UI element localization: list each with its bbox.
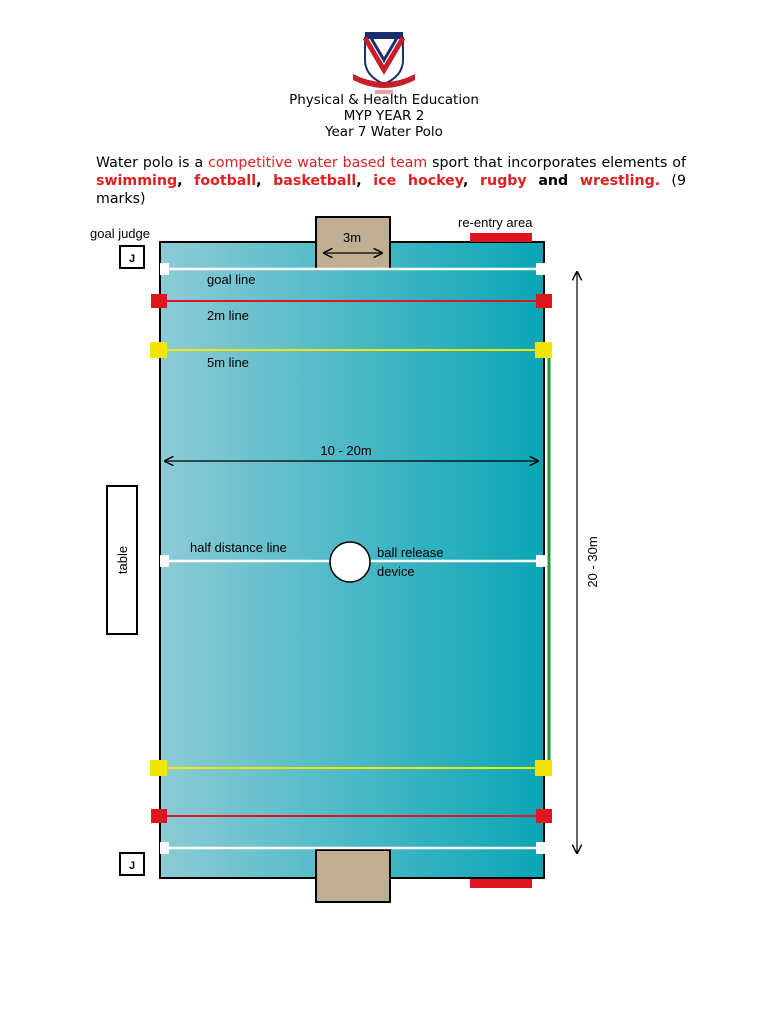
- goal-judge-bottom-mark: J: [129, 860, 135, 872]
- five-m-marker: [535, 760, 552, 776]
- two-m-line-label: 2m line: [207, 308, 249, 323]
- reentry-area-bottom: [470, 879, 532, 888]
- intro-highlight: competitive water based team: [208, 155, 428, 171]
- intro-text-1: Water polo is a: [96, 155, 209, 171]
- half-line-marker: [536, 555, 545, 567]
- intro-paragraph: Water polo is a competitive water based …: [96, 154, 686, 208]
- goal-judge-label: goal judge: [90, 226, 150, 241]
- five-m-line-label: 5m line: [207, 355, 249, 370]
- ball-release-label-2: device: [377, 564, 415, 579]
- two-m-marker: [151, 809, 167, 823]
- marks-note: (9 marks): [96, 173, 686, 207]
- subject-title: Physical & Health Education: [289, 92, 479, 108]
- sport-basketball: basketball: [273, 173, 357, 189]
- sport-separator: ,: [462, 173, 480, 189]
- two-m-marker: [536, 294, 552, 308]
- sport-conjunction: and: [526, 173, 580, 189]
- intro-text-2: sport that incorporates elements of: [427, 155, 686, 171]
- half-distance-label: half distance line: [190, 540, 287, 555]
- five-m-marker: [535, 342, 552, 358]
- five-m-marker: [150, 342, 167, 358]
- sport-swimming: swimming: [96, 173, 178, 189]
- goal-line-label: goal line: [207, 272, 255, 287]
- sport-separator: ,: [256, 173, 274, 189]
- sport-ice-hockey: ice hockey: [373, 173, 463, 189]
- goal-judge-top: [119, 245, 145, 269]
- two-m-marker: [151, 294, 167, 308]
- reentry-label: re-entry area: [458, 215, 533, 230]
- width-label: 10 - 20m: [320, 443, 371, 458]
- two-m-marker: [536, 809, 552, 823]
- goal-line-marker: [536, 263, 545, 275]
- year-level: MYP YEAR 2: [343, 108, 425, 124]
- sport-separator: ,: [177, 173, 195, 189]
- unit-title: Year 7 Water Polo: [325, 124, 443, 140]
- reentry-area-top: [470, 233, 532, 242]
- school-crest-logo: [353, 32, 415, 94]
- officials-table: [106, 485, 138, 635]
- bottom-goal: [315, 849, 391, 903]
- sport-separator: ,: [356, 173, 374, 189]
- five-m-marker: [150, 760, 167, 776]
- half-line-marker: [160, 555, 169, 567]
- goal-judge-top-mark: J: [129, 253, 135, 265]
- sport-football: football: [194, 173, 257, 189]
- length-label: 20 - 30m: [585, 536, 600, 587]
- sport-wrestling: wrestling.: [579, 173, 661, 189]
- sport-rugby: rugby: [480, 173, 527, 189]
- goal-width-label: 3m: [343, 230, 361, 245]
- table-label: table: [115, 546, 130, 574]
- goal-line-marker: [160, 842, 169, 854]
- goal-line-marker: [536, 842, 545, 854]
- goal-judge-bottom: [119, 852, 145, 876]
- goal-line-marker: [160, 263, 169, 275]
- ball-release-device: [329, 541, 371, 583]
- ball-release-label-1: ball release: [377, 545, 444, 560]
